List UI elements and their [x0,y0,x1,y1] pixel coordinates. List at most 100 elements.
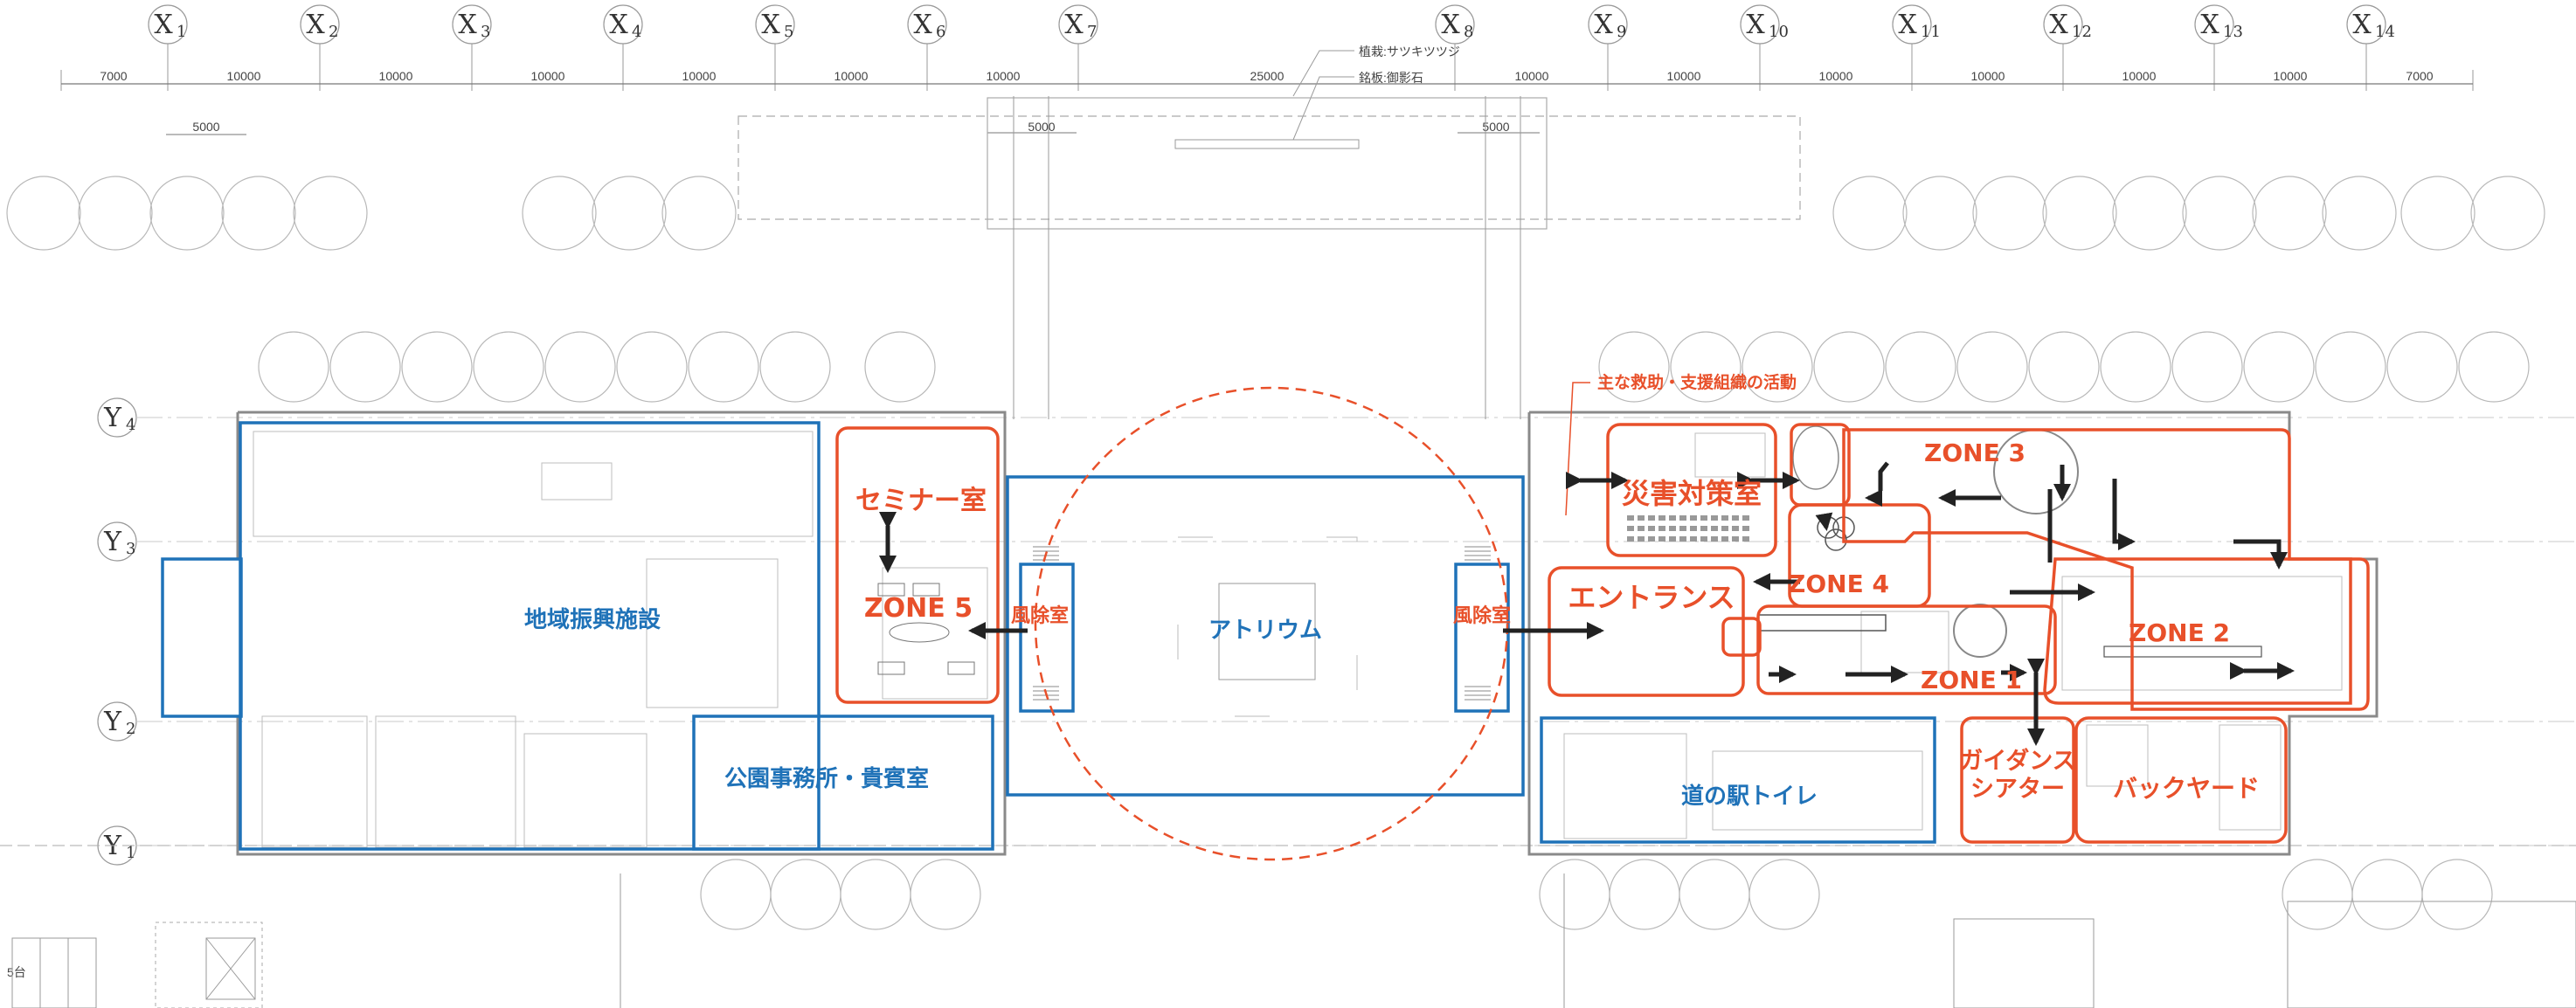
x-axis-sub: 4 [632,23,641,41]
backyard-label: バックヤード [2113,774,2260,803]
tree [293,176,368,251]
parking-count: 5台 [7,965,26,979]
x-axis-sub: 5 [784,23,793,41]
x-axis-sub: 1 [177,23,186,41]
tree [2400,176,2476,251]
trees [6,176,2545,930]
zone-small-outline [1790,423,1851,507]
x-axis-label: X [1064,10,1084,40]
flow-arrows [879,461,2295,746]
tree [2351,859,2423,930]
tree [2028,331,2100,403]
dimension-label: 7000 [100,69,127,83]
dimension-label: 10000 [682,69,717,83]
tree [2112,176,2187,251]
tree [401,331,473,403]
seat [1721,526,1728,531]
column-lines [0,96,2576,1008]
room-detail [541,462,613,501]
tree [2042,176,2117,251]
zone2-outline [2043,557,2352,705]
backyard-outline [2074,716,2288,844]
x-axis-sub: 6 [936,23,945,41]
dimension-label: 10000 [531,69,565,83]
disaster-room-outline [1606,423,1777,557]
tree [1609,859,1680,930]
windbreak-right-label: 風除室 [1453,604,1511,627]
tree [6,176,81,251]
seat [1700,536,1707,542]
table [912,583,940,597]
x-axis-label: X [1746,10,1765,40]
y-axis-label: Y [103,707,122,737]
guidance-theater-outline [1960,716,2075,844]
tree [2243,331,2315,403]
seat [1627,526,1634,531]
dimension-label: 10000 [834,69,869,83]
leader-line [1292,76,1354,141]
atrium-outline [1006,475,1525,797]
tree [2386,331,2458,403]
tree [592,176,667,251]
x-axis-sub: 12 [2072,23,2092,41]
tree [1885,331,1956,403]
x-axis-sub: 8 [1464,23,1473,41]
tree [1598,331,1670,403]
canopy-outline [737,115,1801,220]
counter [1757,614,1887,632]
tree [2100,331,2171,403]
seat [1669,526,1676,531]
x-axis-label: X [1594,10,1613,40]
seat [1690,515,1697,521]
tree [473,331,544,403]
y-axis-sub: 1 [126,844,135,862]
room-detail [253,431,814,537]
dimension-label: 10000 [1667,69,1701,83]
regional-facility-annex [161,557,243,718]
seat [1638,526,1645,531]
parking-area [11,901,2576,1008]
disaster-room-label: 災害対策室 [1622,477,1762,510]
room-detail [1694,432,1766,478]
zone1-round-display [1953,604,2007,658]
x-axis-label: X [761,10,780,40]
seat [1658,536,1665,542]
canopy-frame [987,97,1548,230]
interior-details [253,425,2343,848]
seat [1679,515,1686,521]
tree [700,859,772,930]
atrium-dashed-circle [1034,386,1509,861]
tree [544,331,616,403]
dimension-label: 10000 [227,69,261,83]
tree [1670,331,1742,403]
entrance-label: エントランス [1568,581,1735,614]
tree [2171,331,2243,403]
x-axis-sub: 10 [1769,23,1789,41]
x-axis-label: X [913,10,932,40]
table [947,661,975,675]
entrance-kiosk-outline [1721,617,1762,657]
x-axis-label: X [2049,10,2068,40]
dimension-label: 7000 [2406,69,2433,83]
round-table [1825,528,1847,551]
seat [1658,515,1665,521]
tree [616,331,688,403]
seat [1742,515,1749,521]
dimension-label: 10000 [1515,69,1549,83]
zone1-label: ZONE 1 [1921,666,2022,694]
tree [221,176,296,251]
dimension-label: 10000 [1819,69,1853,83]
dimension-label: 10000 [2122,69,2157,83]
x-axis-label: X [458,10,477,40]
tree [840,859,911,930]
seat [1690,536,1697,542]
toilet-label: 道の駅トイレ [1681,783,1818,810]
seat [1638,515,1645,521]
x-axis-sub: 13 [2223,23,2243,41]
seat [1700,526,1707,531]
zone3-label: ZONE 3 [1924,438,2025,467]
x-axis-sub: 3 [481,23,490,41]
tree [2315,331,2386,403]
seat [1721,536,1728,542]
